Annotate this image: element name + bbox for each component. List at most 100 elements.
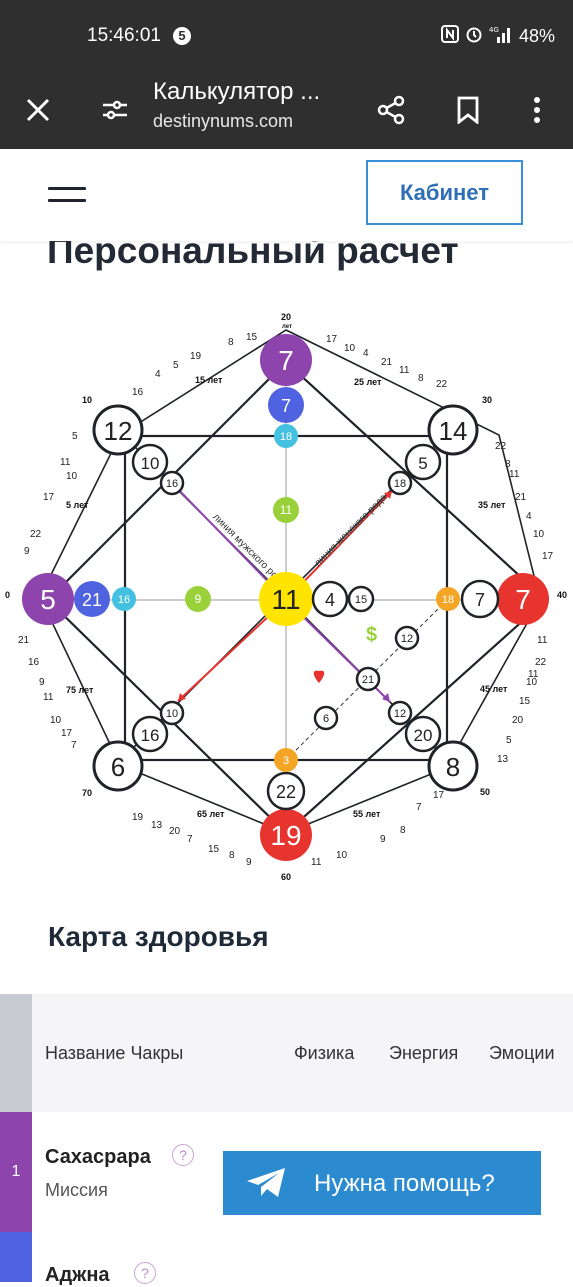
help-icon[interactable]: ?	[172, 1144, 194, 1166]
node-tl-2: 10	[131, 443, 169, 481]
ring-num: 11	[43, 692, 54, 703]
ring-num: 22	[30, 529, 42, 540]
ring-num: 9	[380, 834, 386, 845]
node-value: 20	[414, 726, 433, 745]
menu-icon[interactable]	[48, 187, 86, 205]
node-bottom-2: 22	[266, 771, 306, 811]
ring-num: 8	[505, 459, 511, 470]
ring-num: 15	[519, 696, 531, 707]
ring-num: 17	[542, 551, 554, 562]
node-bottom: 19	[260, 809, 312, 861]
header-side-cell	[0, 994, 32, 1112]
ring-num: 17	[61, 728, 73, 739]
node-br-2: 20	[404, 715, 442, 753]
age-unit: лет	[282, 324, 292, 330]
node-br: 8	[427, 740, 479, 792]
browser-toolbar: Калькулятор ... destinynums.com	[0, 72, 573, 149]
node-bottom-3: 3	[274, 748, 298, 772]
age-labels: 20 лет 30 40 50 60 70 0 10 15 лет 25 лет…	[5, 312, 567, 882]
help-icon[interactable]: ?	[134, 1262, 156, 1284]
age-75: 75 лет	[66, 685, 94, 695]
ring-num: 16	[28, 657, 40, 668]
ring-num: 13	[151, 820, 163, 831]
node-value: 8	[446, 752, 460, 782]
node-center-up: 11	[273, 497, 299, 523]
row-number: 1	[0, 1112, 32, 1232]
node-left-2: 21	[74, 581, 110, 617]
node-value: 6	[111, 752, 125, 782]
node-tr: 14	[427, 404, 479, 456]
node-tr-3: 18	[387, 470, 413, 496]
ring-num: 9	[24, 546, 30, 557]
node-center-left: 9	[185, 586, 211, 612]
node-tl-3: 16	[159, 470, 185, 496]
ring-numbers: 5 11 10 17 22 9 21 16 9 11 10 17 7 16 4 …	[18, 332, 554, 868]
ring-num: 8	[229, 850, 235, 861]
close-icon[interactable]	[14, 86, 62, 134]
telegram-icon	[245, 1167, 289, 1206]
ring-num: 15	[208, 844, 220, 855]
bookmark-icon[interactable]	[444, 86, 492, 134]
page-tab-title: Калькулятор ...	[153, 78, 321, 105]
node-tl: 12	[92, 404, 144, 456]
node-value: 10	[141, 454, 160, 473]
female-arrow-head	[384, 491, 392, 499]
age-15: 15 лет	[195, 375, 223, 385]
ring-num: 10	[336, 850, 348, 861]
site-header: Кабинет	[0, 149, 573, 241]
page-url[interactable]: destinynums.com	[153, 111, 294, 131]
more-menu-icon[interactable]	[513, 86, 561, 134]
ring-num: 17	[326, 334, 338, 345]
node-left-3: 16	[112, 587, 136, 611]
ring-num: 22	[436, 379, 448, 390]
page-settings-icon[interactable]	[91, 86, 139, 134]
node-value: 22	[276, 782, 296, 802]
age-40: 40	[557, 590, 567, 600]
dollar-icon: $	[366, 624, 377, 646]
ring-num: 15	[246, 332, 258, 343]
ring-num: 11	[399, 365, 410, 376]
node-value: 18	[442, 594, 454, 606]
ring-num: 20	[169, 826, 181, 837]
share-icon[interactable]	[367, 86, 415, 134]
ring-num: 4	[526, 511, 532, 522]
ring-num: 8	[228, 337, 234, 348]
node-value: 4	[325, 590, 335, 610]
ring-num: 17	[43, 492, 55, 503]
node-value: 9	[195, 592, 202, 606]
node-money-2: 21	[355, 666, 381, 692]
cabinet-button[interactable]: Кабинет	[366, 160, 523, 225]
header-physics: Физика	[294, 1043, 355, 1063]
node-left: 5	[22, 573, 74, 625]
health-table: Название Чакры Физика Энергия Эмоции 1 С…	[0, 994, 573, 1286]
ring-num: 5	[506, 735, 512, 746]
node-value: 12	[394, 708, 406, 720]
notification-badge: 5	[173, 27, 191, 45]
node-value: 11	[271, 584, 300, 615]
age-0: 0	[5, 590, 10, 600]
ring-num: 20	[512, 715, 524, 726]
ring-num: 22	[495, 441, 507, 452]
age-70: 70	[82, 788, 92, 798]
chakra-name: Аджна	[45, 1264, 110, 1286]
node-value: 16	[141, 726, 160, 745]
age-5: 5 лет	[66, 500, 89, 510]
help-chat-button[interactable]: Нужна помощь?	[223, 1151, 541, 1215]
node-bl-3: 10	[159, 700, 185, 726]
node-value: 16	[118, 594, 130, 606]
ring-num: 7	[71, 740, 77, 751]
female-arrow-bottom	[178, 693, 186, 701]
ring-num: 17	[433, 790, 445, 801]
ring-num: 10	[66, 471, 78, 482]
ring-num: 5	[72, 431, 78, 442]
ring-num: 7	[416, 802, 422, 813]
ring-num: 13	[497, 754, 509, 765]
battery-level: 48%	[518, 26, 555, 46]
node-value: 15	[355, 594, 367, 606]
node-value: 19	[270, 820, 301, 851]
chakra-name: Сахасрара	[45, 1146, 151, 1168]
age-50: 50	[480, 787, 490, 797]
node-value: 16	[166, 478, 178, 490]
ring-num: 10	[344, 343, 356, 354]
age-30: 30	[482, 395, 492, 405]
